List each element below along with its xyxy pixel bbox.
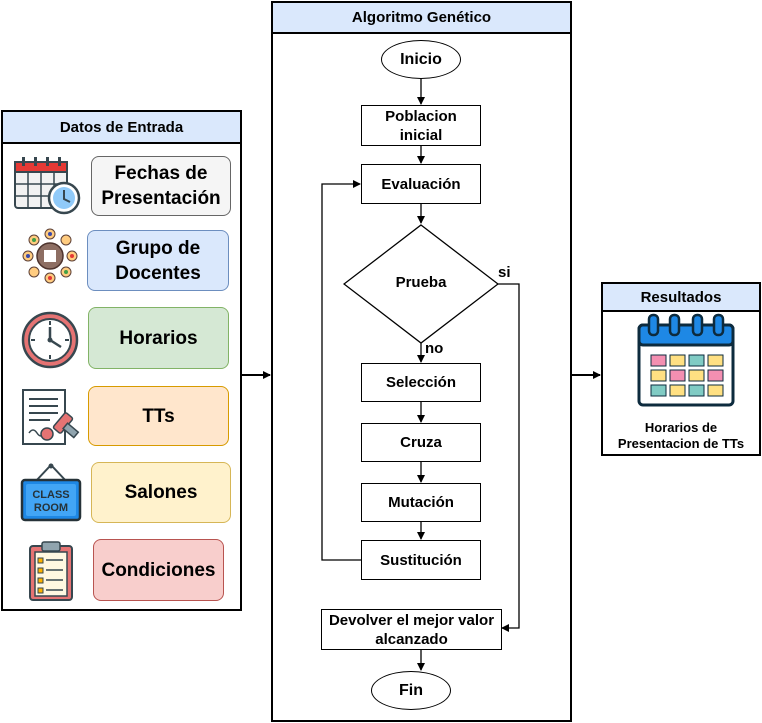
calendar-clock-icon: [14, 157, 81, 215]
no-branch-label: no: [425, 340, 444, 357]
team-meeting-icon: [22, 228, 78, 284]
result-panel-title: Resultados: [603, 284, 759, 312]
yes-branch-label: si: [498, 264, 511, 281]
room-sign-text: ROOM: [34, 502, 68, 514]
input-item-condiciones: Condiciones: [93, 539, 224, 601]
selection-box: Selección: [361, 363, 481, 402]
input-item-tts: TTs: [88, 386, 229, 446]
input-item-horarios: Horarios: [88, 307, 229, 369]
test-decision-diamond: [343, 224, 499, 344]
result-caption: Horarios de Presentacion de TTs: [617, 420, 745, 451]
input-item-docentes: Grupo de Docentes: [87, 230, 229, 291]
algorithm-panel-title: Algoritmo Genético: [273, 3, 570, 34]
mutation-box: Mutación: [361, 483, 481, 522]
classroom-sign-icon: CLASS ROOM: [20, 463, 82, 522]
evaluation-box: Evaluación: [361, 164, 481, 204]
class-sign-text: CLASS: [32, 489, 69, 501]
end-terminal: Fin: [371, 671, 451, 710]
start-terminal: Inicio: [381, 40, 461, 79]
input-panel-title: Datos de Entrada: [3, 112, 240, 144]
substitution-box: Sustitución: [361, 540, 481, 580]
crossover-box: Cruza: [361, 423, 481, 462]
signed-document-icon: [22, 389, 80, 445]
test-decision-label: Prueba: [395, 274, 447, 291]
schedule-calendar-icon: [637, 313, 735, 407]
algorithm-panel: Algoritmo Genético: [271, 1, 572, 722]
input-item-fechas: Fechas de Presentación: [91, 156, 231, 216]
initial-population-box: Poblacion inicial: [361, 105, 481, 146]
checklist-clipboard-icon: [29, 541, 73, 601]
wall-clock-icon: [21, 311, 79, 369]
return-best-box: Devolver el mejor valor alcanzado: [321, 609, 502, 650]
input-item-salones: Salones: [91, 462, 231, 523]
